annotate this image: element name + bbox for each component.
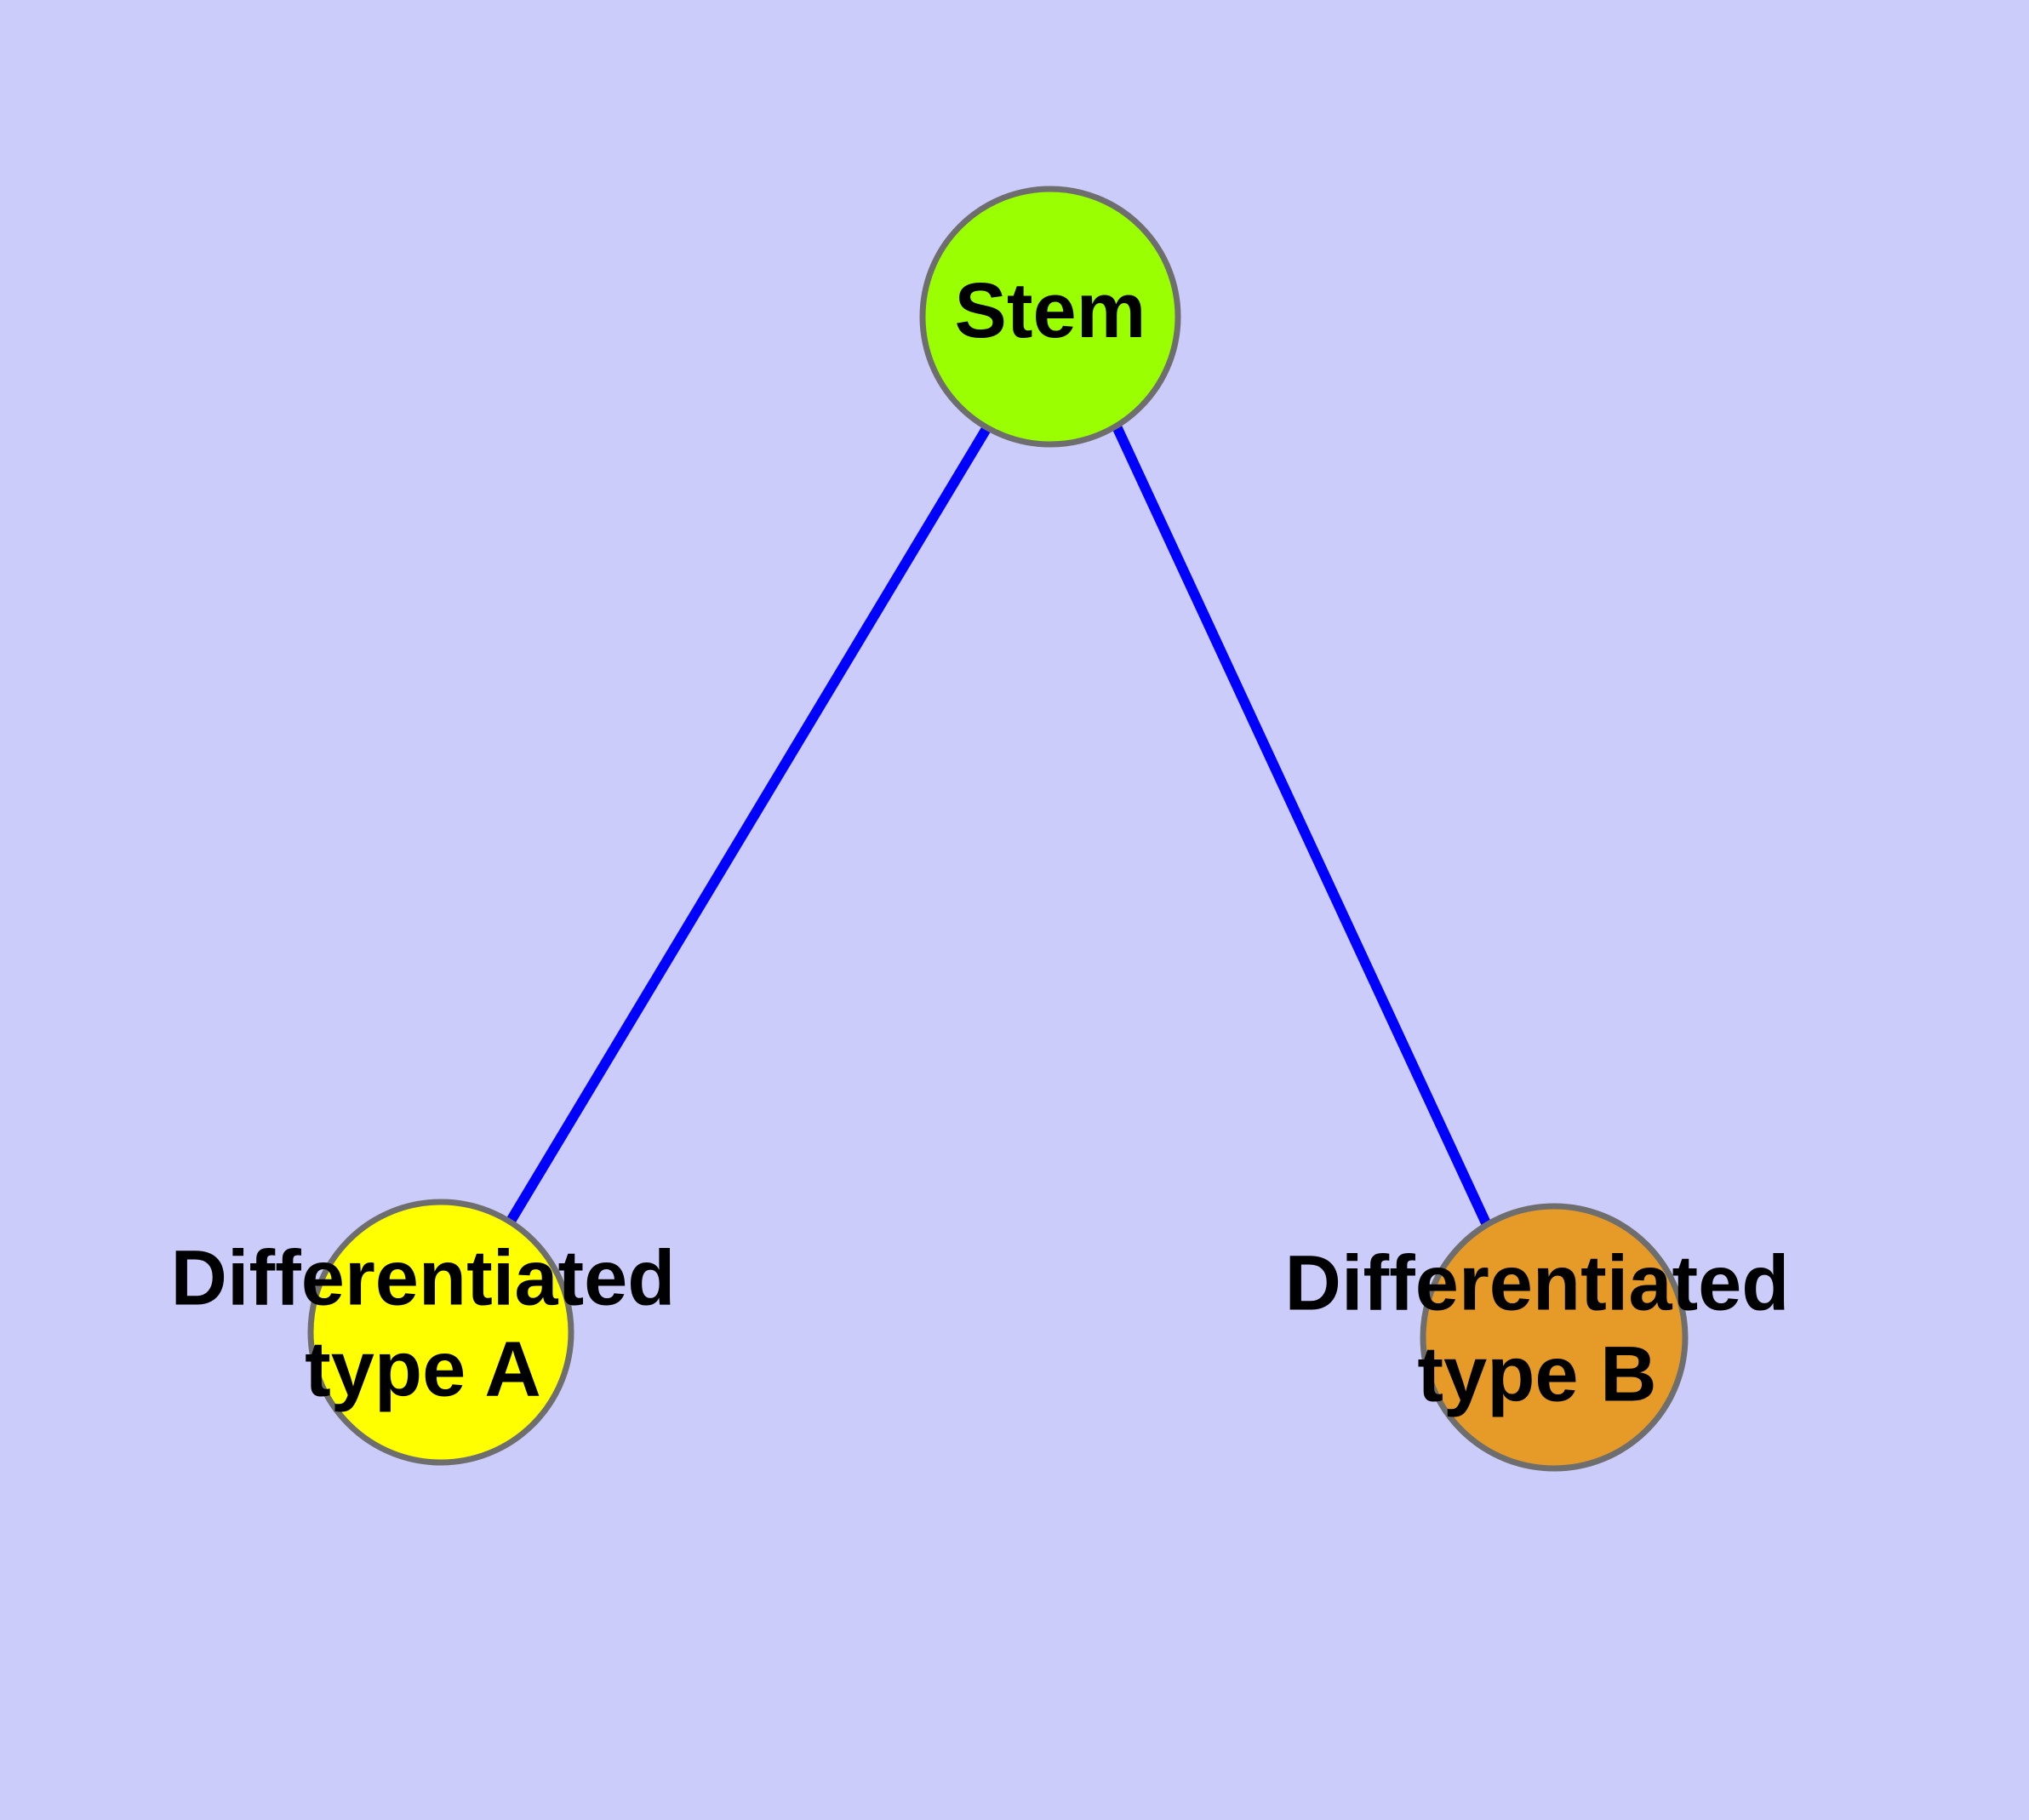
label-line: Differentiated	[1285, 1240, 1790, 1327]
graph-edge-stem-to-diff-a	[505, 424, 992, 1226]
edges-layer	[505, 424, 1492, 1228]
graph-edge-stem-to-diff-b	[1112, 424, 1492, 1228]
graph-node-stem[interactable]	[919, 186, 1181, 448]
label-line: Differentiated	[171, 1235, 676, 1322]
label-line: Stem	[955, 267, 1146, 354]
label-line: type B	[1417, 1331, 1656, 1418]
graph-node-diff-a[interactable]	[307, 1199, 574, 1466]
nodes-layer	[307, 186, 1689, 1472]
label-line: type A	[305, 1326, 541, 1413]
graph-node-diff-b[interactable]	[1420, 1203, 1689, 1472]
graph-node-label-stem: Stem	[955, 267, 1146, 354]
